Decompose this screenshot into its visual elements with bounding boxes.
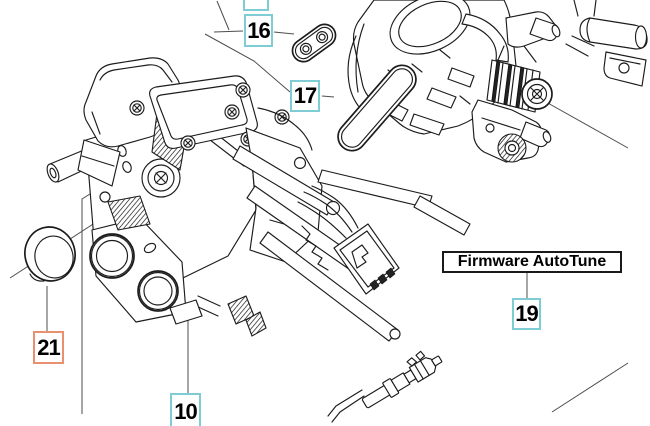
firmware-autotune-label: Firmware AutoTune <box>442 251 622 273</box>
gasket-large-drawing <box>337 64 417 152</box>
intake-ring-drawing <box>24 226 76 282</box>
leader-lines <box>9 0 629 414</box>
adjuster-screw-drawing <box>471 59 553 163</box>
gasket-small-drawing <box>291 23 337 63</box>
callout-21[interactable]: 21 <box>33 331 64 364</box>
callout-16[interactable]: 16 <box>244 14 273 47</box>
wire-terminal-drawing <box>327 350 443 423</box>
callout-17[interactable]: 17 <box>290 80 320 112</box>
carburetor-drawing <box>46 57 471 342</box>
callout-19[interactable]: 19 <box>512 298 541 330</box>
callout-10[interactable]: 10 <box>170 393 201 426</box>
callout-cropped[interactable] <box>243 0 269 11</box>
